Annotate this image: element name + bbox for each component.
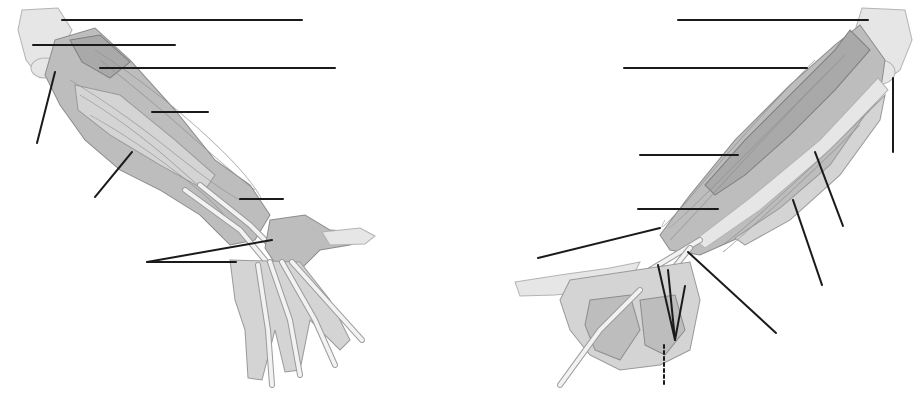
leader-line-l5 [37,72,55,143]
right-forearm-illustration [515,8,912,385]
leader-line-r9 [688,252,776,333]
leader-line-r8 [538,228,660,258]
left-forearm-illustration [18,8,375,385]
leader-line-l8a [147,240,272,262]
leader-line-r7 [793,200,822,285]
